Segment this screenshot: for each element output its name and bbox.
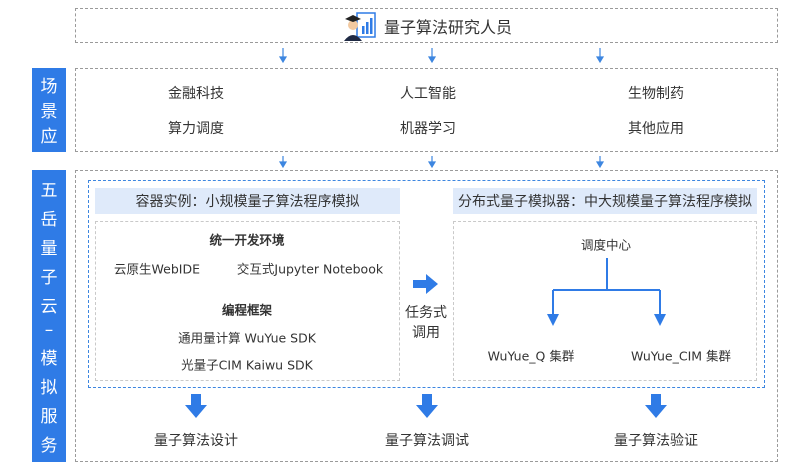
label-char: 应 bbox=[40, 127, 58, 147]
label-char: 五 bbox=[40, 180, 58, 201]
researcher-box bbox=[75, 8, 778, 43]
env-item: 云原生WebIDE bbox=[114, 261, 200, 277]
container-panel bbox=[95, 221, 400, 381]
invoke-label: 调用 bbox=[412, 325, 440, 341]
output-label: 量子算法验证 bbox=[614, 433, 698, 449]
scenario-item: 其他应用 bbox=[628, 121, 684, 137]
scenario-item: 人工智能 bbox=[400, 86, 456, 102]
env-title: 统一开发环境 bbox=[209, 232, 285, 248]
arrow-right-icon bbox=[413, 274, 438, 294]
label-char: 景 bbox=[40, 102, 58, 122]
output-label: 量子算法调试 bbox=[385, 433, 469, 449]
simulator-panel bbox=[453, 221, 757, 381]
label-char: 子 bbox=[40, 267, 58, 288]
label-char: 场 bbox=[40, 77, 58, 97]
scenario-item: 算力调度 bbox=[168, 121, 224, 137]
label-char: 拟 bbox=[40, 378, 58, 399]
scenario-item: 机器学习 bbox=[400, 121, 456, 137]
label-char: 量 bbox=[40, 238, 58, 259]
framework-item: 通用量计算 WuYue SDK bbox=[178, 330, 316, 346]
tree-connector bbox=[547, 258, 666, 326]
label-char: – bbox=[44, 320, 54, 341]
label-char: 服 bbox=[40, 407, 58, 428]
scenario-item: 生物制药 bbox=[628, 86, 684, 102]
service-label: 五 岳 量 子 云 – 模 拟 服 务 bbox=[32, 170, 66, 462]
scenario-item: 金融科技 bbox=[168, 86, 224, 102]
cluster-label: WuYue_Q 集群 bbox=[487, 348, 575, 364]
cluster-label: WuYue_CIM 集群 bbox=[630, 348, 732, 364]
simulation-box bbox=[88, 180, 765, 388]
scheduler-center: 调度中心 bbox=[580, 237, 632, 253]
service-box bbox=[75, 170, 778, 462]
label-char: 岳 bbox=[40, 209, 58, 230]
label-char: 务 bbox=[40, 435, 58, 456]
framework-item: 光量子CIM Kaiwu SDK bbox=[181, 357, 313, 373]
label-char: 模 bbox=[40, 349, 58, 370]
container-header: 容器实例：小规模量子算法程序模拟 bbox=[95, 188, 400, 214]
researcher-icon bbox=[344, 12, 376, 41]
simulator-header: 分布式量子模拟器：中大规模量子算法程序模拟 bbox=[453, 188, 757, 214]
framework-title: 编程框架 bbox=[221, 302, 273, 318]
env-item: 交互式Jupyter Notebook bbox=[236, 261, 384, 277]
scenario-label: 场 景 应 用 bbox=[32, 68, 66, 172]
invoke-label: 任务式 bbox=[405, 305, 447, 321]
label-char: 用 bbox=[40, 152, 58, 172]
output-label: 量子算法设计 bbox=[154, 433, 238, 449]
researcher-title: 量子算法研究人员 bbox=[384, 18, 513, 37]
scenario-box bbox=[75, 68, 778, 152]
label-char: 云 bbox=[40, 296, 58, 317]
